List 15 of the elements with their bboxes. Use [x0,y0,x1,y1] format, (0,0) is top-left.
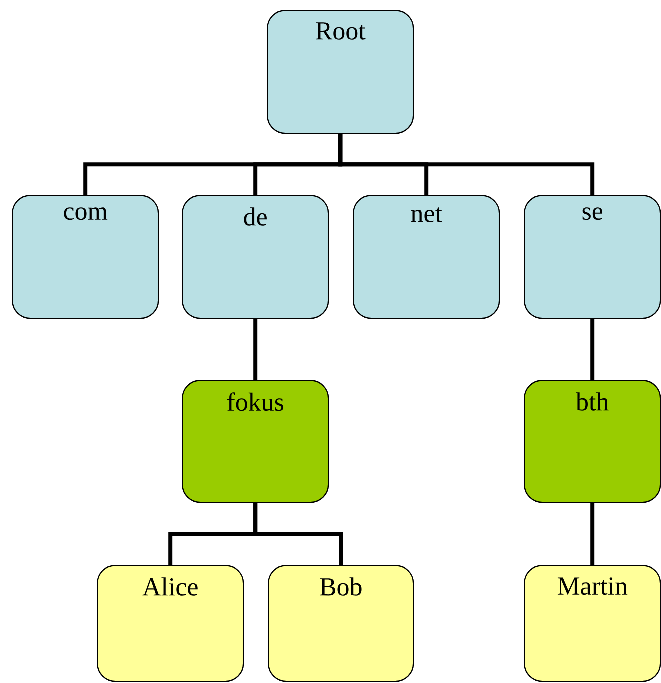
tree-node-box: Martin [524,565,661,682]
tree-node-box: de [182,195,330,320]
tree-node-box: fokus [182,380,330,504]
tree-node-box: com [12,195,160,320]
tree-connector [590,319,595,380]
tree-connector [590,503,595,565]
tree-node-box: bth [524,380,661,504]
tree-connector [254,319,258,380]
tree-node-box: Bob [268,565,414,682]
tree-node-box: Alice [97,565,244,682]
tree-node-box: se [524,195,661,320]
tree-connector [254,503,344,565]
tree-node-box: Root [267,10,414,134]
tree-node-box: net [353,195,500,320]
tree-connector [338,134,595,195]
